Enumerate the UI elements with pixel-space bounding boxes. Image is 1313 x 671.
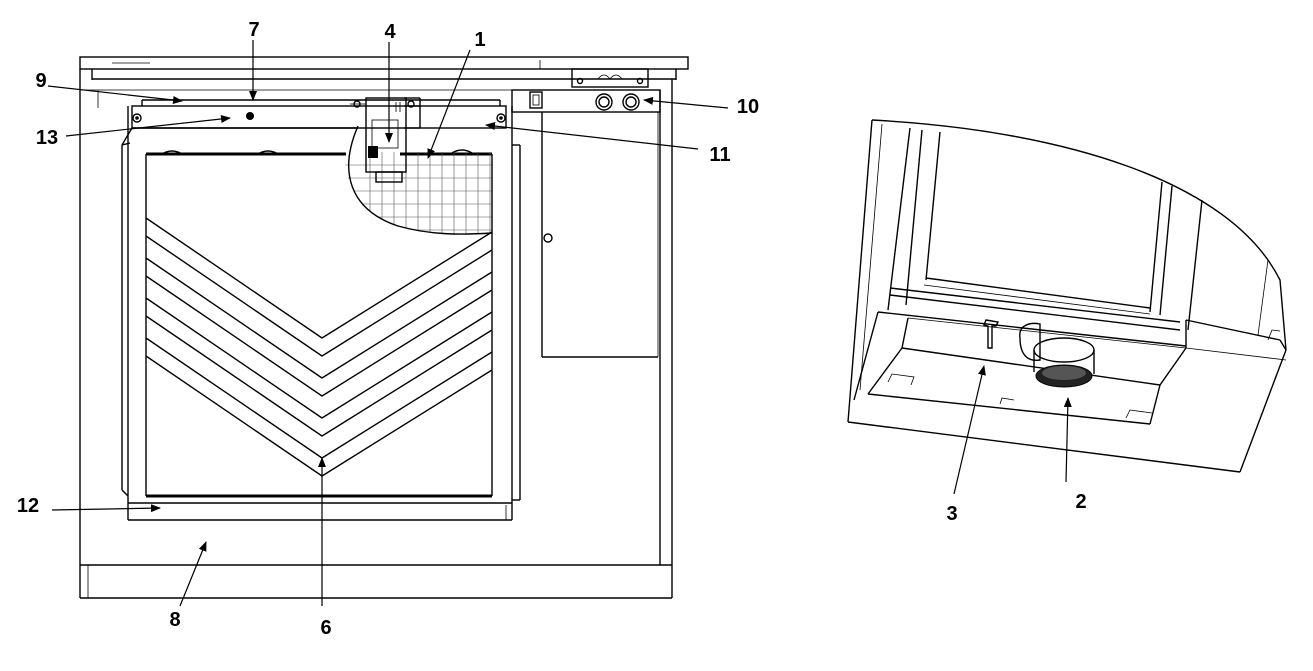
callout-12: 12 xyxy=(17,495,39,517)
drain-screw xyxy=(983,319,1000,349)
callout-labels: 1 2 3 4 6 7 8 9 10 11 12 13 xyxy=(17,19,1087,639)
front-view xyxy=(79,56,689,599)
mounting-bracket xyxy=(131,105,507,129)
fitting-right xyxy=(622,93,640,111)
curtain-chevrons xyxy=(145,217,493,477)
callout-13: 13 xyxy=(36,127,58,149)
control-box xyxy=(511,68,661,358)
callout-7: 7 xyxy=(248,19,259,41)
callout-4: 4 xyxy=(384,21,396,43)
callout-9: 9 xyxy=(35,70,46,92)
bottom-detail-view xyxy=(847,119,1287,473)
callout-6: 6 xyxy=(320,617,331,639)
callout-11: 11 xyxy=(709,144,730,166)
callout-2: 2 xyxy=(1075,491,1086,513)
evaporator-grid xyxy=(344,150,492,235)
callout-8: 8 xyxy=(169,609,180,631)
curtain-cutaway-edge xyxy=(348,125,493,235)
probe-assembly xyxy=(350,97,421,183)
leader-lines xyxy=(47,40,1072,607)
top-lid xyxy=(79,56,689,70)
callout-10: 10 xyxy=(737,96,759,118)
fitting-left xyxy=(595,93,613,111)
callout-3: 3 xyxy=(946,503,957,525)
callout-1: 1 xyxy=(474,29,485,51)
